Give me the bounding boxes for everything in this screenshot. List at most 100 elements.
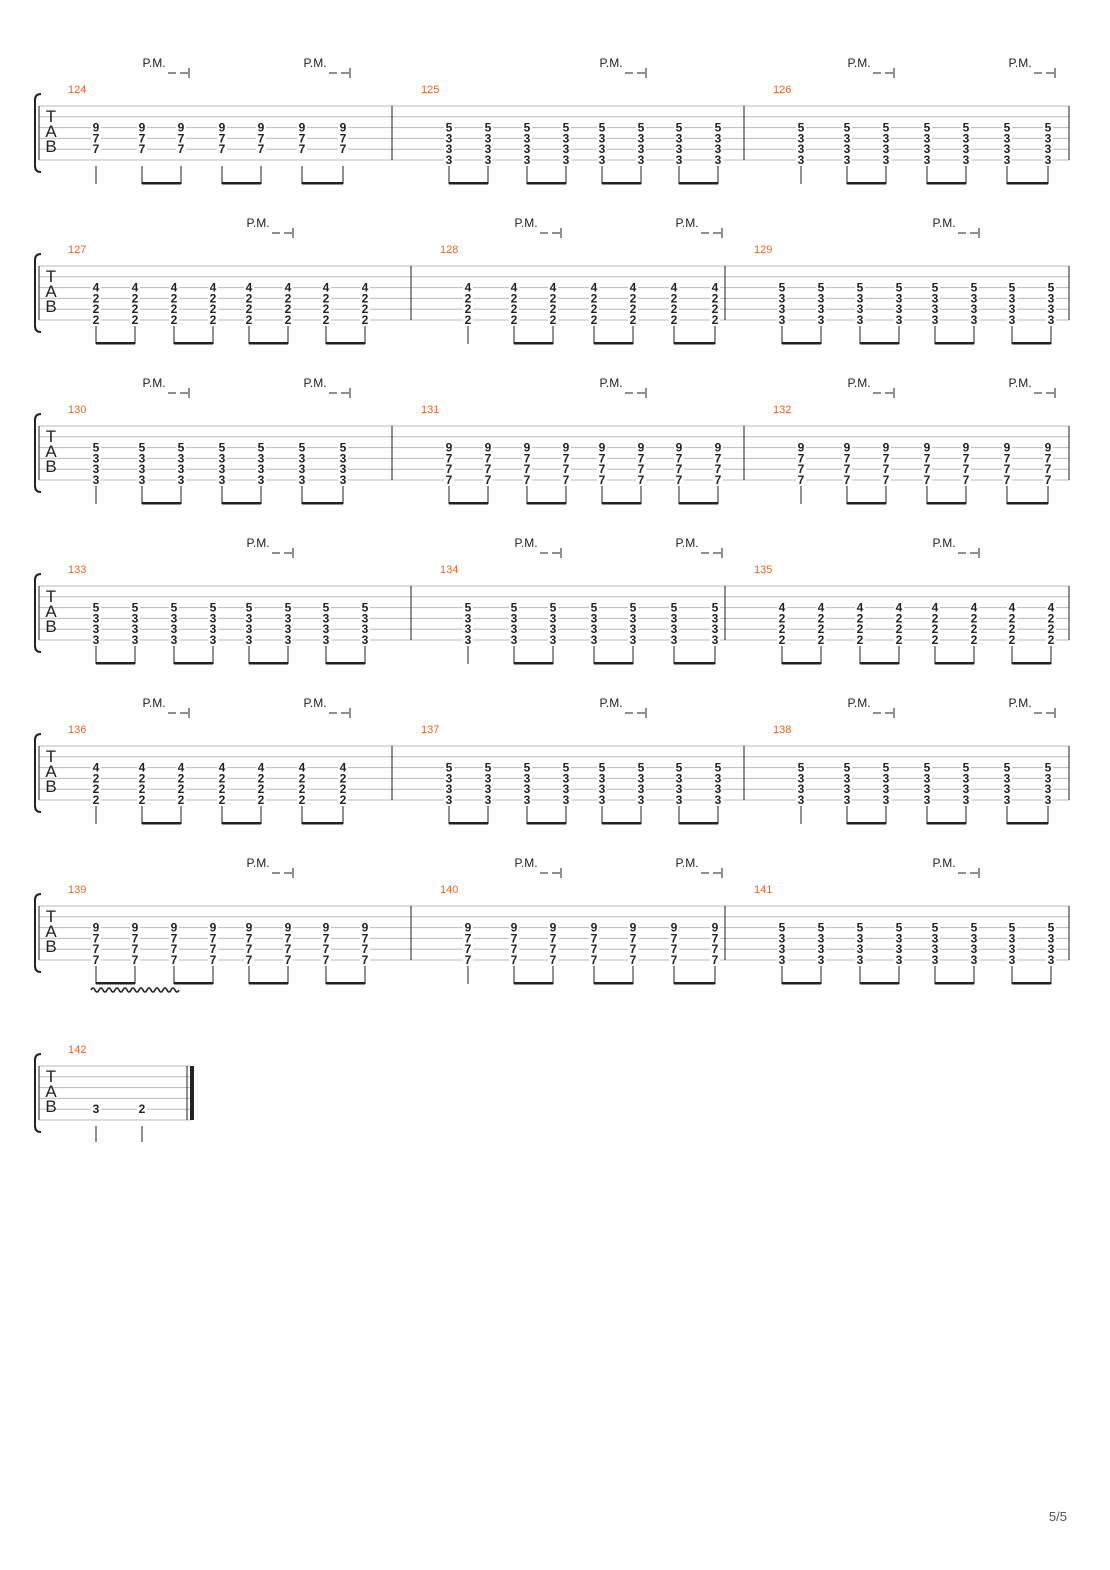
- fret-backdrop: [91, 281, 101, 293]
- fret-backdrop: [796, 154, 806, 165]
- fret-backdrop: [842, 143, 852, 155]
- fret-backdrop: [636, 121, 646, 133]
- fret-number: 3: [178, 451, 185, 465]
- fret-number: 5: [818, 281, 825, 295]
- fret-backdrop: [338, 772, 348, 784]
- fret-backdrop: [91, 601, 101, 613]
- fret-number: 5: [550, 601, 557, 615]
- fret-backdrop: [1007, 612, 1017, 624]
- fret-number: 3: [1004, 782, 1011, 796]
- fret-number: 7: [285, 942, 292, 956]
- fret-backdrop: [1043, 783, 1053, 795]
- fret-number: 3: [779, 313, 786, 327]
- fret-backdrop: [669, 281, 679, 293]
- fret-backdrop: [636, 452, 646, 464]
- fret-backdrop: [969, 281, 979, 293]
- palm-mute-label: P.M.: [599, 56, 622, 70]
- fret-number: 3: [818, 931, 825, 945]
- system-bracket: [34, 253, 42, 333]
- fret-backdrop: [669, 623, 679, 635]
- fret-number: 7: [362, 942, 369, 956]
- fret-backdrop: [894, 601, 904, 613]
- fret-backdrop: [338, 783, 348, 795]
- fret-number: 3: [638, 153, 645, 167]
- fret-number: 3: [971, 942, 978, 956]
- fret-backdrop: [1002, 143, 1012, 155]
- note-beam: [449, 502, 488, 505]
- fret-number: 4: [465, 281, 472, 295]
- fret-backdrop: [548, 932, 558, 944]
- fret-backdrop: [674, 761, 684, 773]
- fret-number: 3: [857, 942, 864, 956]
- fret-backdrop: [1046, 292, 1056, 304]
- fret-backdrop: [881, 761, 891, 773]
- fret-number: 7: [1004, 451, 1011, 465]
- fret-backdrop: [628, 601, 638, 613]
- fret-number: 3: [93, 622, 100, 636]
- fret-number: 2: [779, 622, 786, 636]
- fret-backdrop: [283, 292, 293, 304]
- fret-backdrop: [710, 303, 720, 315]
- fret-number: 3: [485, 793, 492, 807]
- fret-number: 3: [798, 793, 805, 807]
- fret-backdrop: [597, 761, 607, 773]
- fret-backdrop: [961, 761, 971, 773]
- fret-backdrop: [169, 921, 179, 933]
- fret-number: 2: [971, 622, 978, 636]
- fret-backdrop: [444, 441, 454, 453]
- fret-backdrop: [597, 772, 607, 784]
- fret-number: 3: [818, 313, 825, 327]
- measure-number: 138: [773, 724, 791, 736]
- fret-number: 7: [963, 462, 970, 476]
- fret-backdrop: [321, 943, 331, 955]
- fret-backdrop: [217, 794, 227, 805]
- fret-number: 3: [963, 782, 970, 796]
- fret-backdrop: [548, 634, 558, 645]
- fret-number: 5: [299, 441, 306, 455]
- fret-backdrop: [969, 921, 979, 933]
- fret-number: 5: [340, 441, 347, 455]
- fret-backdrop: [561, 132, 571, 144]
- fret-backdrop: [669, 954, 679, 965]
- fret-number: 7: [638, 451, 645, 465]
- fret-number: 4: [591, 281, 598, 295]
- fret-backdrop: [669, 943, 679, 955]
- fret-backdrop: [674, 463, 684, 475]
- fret-number: 3: [591, 622, 598, 636]
- fret-number: 4: [896, 601, 903, 615]
- fret-backdrop: [509, 921, 519, 933]
- fret-number: 2: [93, 771, 100, 785]
- palm-mute-label: P.M.: [1008, 56, 1031, 70]
- fret-number: 3: [715, 153, 722, 167]
- fret-backdrop: [130, 314, 140, 325]
- fret-number: 3: [715, 793, 722, 807]
- fret-number: 2: [630, 302, 637, 316]
- fret-backdrop: [589, 932, 599, 944]
- fret-backdrop: [91, 132, 101, 144]
- fret-backdrop: [855, 314, 865, 325]
- note-beam: [249, 662, 288, 665]
- fret-number: 4: [1048, 601, 1055, 615]
- fret-number: 2: [258, 771, 265, 785]
- fret-number: 4: [712, 281, 719, 295]
- fret-backdrop: [321, 623, 331, 635]
- fret-number: 7: [924, 451, 931, 465]
- fret-backdrop: [636, 143, 646, 155]
- staff-system-2: TAB127P.M.422242224222422242224222422242…: [34, 216, 1070, 345]
- fret-number: 2: [362, 302, 369, 316]
- tab-clef-letter: B: [45, 617, 56, 636]
- fret-backdrop: [338, 452, 348, 464]
- fret-backdrop: [710, 601, 720, 613]
- fret-number: 9: [446, 441, 453, 455]
- fret-number: 2: [93, 793, 100, 807]
- fret-backdrop: [91, 452, 101, 464]
- fret-number: 7: [844, 473, 851, 487]
- fret-backdrop: [283, 623, 293, 635]
- fret-number: 5: [524, 761, 531, 775]
- measure-number: 126: [773, 84, 791, 96]
